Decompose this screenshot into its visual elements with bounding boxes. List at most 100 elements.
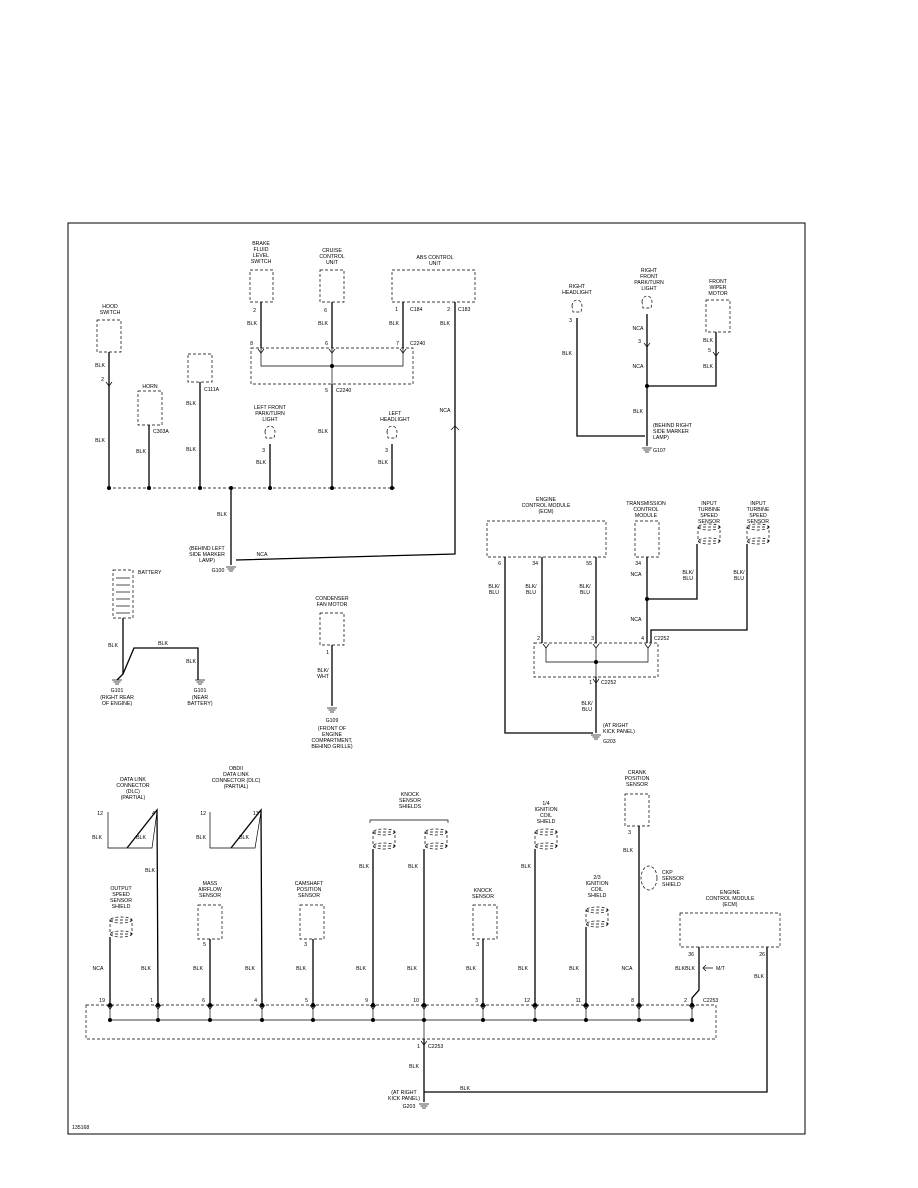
c2253-wire-label-11: BLK <box>675 966 685 972</box>
front-wiper-wire2-label: BLK <box>703 364 713 370</box>
c2253-pin-1: 1 <box>150 998 153 1004</box>
abs-left-wire-label: BLK <box>389 321 399 327</box>
battery <box>112 569 134 619</box>
c2240-lower-label: C2240 <box>336 388 351 394</box>
c2253-wire-label-9: BLK <box>569 966 579 972</box>
right-headlight-wire <box>576 318 645 437</box>
splice-point <box>533 1018 537 1022</box>
c2240-pin-6: 6 <box>325 341 328 347</box>
c2253-wire-label-8: BLK <box>518 966 528 972</box>
c2240-lower-pin: 5 <box>325 388 328 394</box>
splice-point <box>311 1018 315 1022</box>
condenser-fan-wire-label: BLK/WHT <box>317 668 330 680</box>
c2253-pin-4: 5 <box>305 998 308 1004</box>
dlc-2-pin-right: 13 <box>253 811 259 817</box>
left-headlight-pin: 3 <box>385 448 388 454</box>
lf-park-turn-wire-label: BLK <box>256 460 266 466</box>
crank-sensor-wire-label: BLK <box>623 848 633 854</box>
connector-pin-icon <box>399 348 407 354</box>
front-wiper-wire <box>647 332 717 387</box>
c2240-label: C2240 <box>410 341 425 347</box>
c2252-lower-label: C2252 <box>601 680 616 686</box>
rf-park-turn-wire2-label: NCA <box>633 364 644 370</box>
horn-c303a-connector: C303A <box>153 429 169 435</box>
left-headlight-wire-label: BLK <box>378 460 388 466</box>
crank-position-sensor <box>624 793 650 827</box>
ecm-upper-wire-label-2: BLK/BLU <box>579 584 591 596</box>
splice-point <box>260 1018 264 1022</box>
figure-id: 135168 <box>72 1125 89 1131</box>
output-speed-shield-body <box>109 919 133 935</box>
c2253-pin-10: 8 <box>631 998 634 1004</box>
c2252-pin-2: 2 <box>537 636 540 642</box>
abs-control-unit <box>391 269 476 303</box>
splice-point <box>330 364 334 368</box>
splice-point <box>107 486 111 490</box>
ecm-lower-left-wire <box>691 947 700 1005</box>
splice-point <box>584 1018 588 1022</box>
battery-strap-right-label: BLK <box>186 659 196 665</box>
mt-arrow-icon <box>702 964 713 972</box>
splice-point <box>108 1018 112 1022</box>
c2253-label: C2253 <box>703 998 718 1004</box>
splice-point <box>268 486 272 490</box>
abs-connector-right: C183 <box>458 307 471 313</box>
knock-shield-left-body <box>372 831 396 847</box>
splice-point <box>637 1018 641 1022</box>
rf-park-turn-bulb <box>641 295 653 309</box>
its-sensor-1-shield-body <box>697 526 721 542</box>
c2253-lower-wire-label: BLK <box>409 1064 419 1070</box>
c2253-pin-0: 19 <box>99 998 105 1004</box>
c2253-pin-6: 10 <box>413 998 419 1004</box>
connector-c2253-box <box>85 1004 717 1040</box>
battery-ground-wire <box>116 618 124 681</box>
dlc-1-wire-mid-label: BLK <box>136 835 146 841</box>
ecm-upper <box>486 520 607 558</box>
dlc-1-wire-right-label: BLK <box>145 868 155 874</box>
ign-coil-14-shield-body <box>534 831 558 847</box>
dlc-1-body <box>107 811 158 849</box>
camshaft-position-sensor <box>299 904 325 940</box>
tcm-wire2-label: NCA <box>631 617 642 623</box>
diagram-frame <box>67 222 806 1135</box>
dlc-1-wire <box>126 808 159 1006</box>
ecm-lower-wire-right-label: BLK <box>754 974 764 980</box>
splice-point <box>229 486 233 490</box>
g203-lower-right-wire-label: BLK <box>460 1086 470 1092</box>
c2253-wire-label-7: BLK <box>466 966 476 972</box>
brake-fluid-switch <box>249 269 274 303</box>
right-headlight-pin: 3 <box>569 318 572 324</box>
splice-point <box>481 1018 485 1022</box>
abs-nca-label: NCA <box>440 408 451 414</box>
g109-id: G109 <box>326 718 339 724</box>
cruise-control-pin: 6 <box>324 308 327 314</box>
horn-c111a-wire-label: BLK <box>186 401 196 407</box>
c2253-wire-label-4: BLK <box>296 966 306 972</box>
front-wiper-pin: 5 <box>708 348 711 354</box>
horn-c111a <box>187 353 213 383</box>
rf-park-turn-wire-label: NCA <box>633 326 644 332</box>
splice-point <box>147 486 151 490</box>
g100-wire-label: BLK <box>217 512 227 518</box>
horn-c111a-wire2-label: BLK <box>186 447 196 453</box>
ecm-lower <box>679 912 781 948</box>
ecm-lower-wire-left-label: BLK <box>685 966 695 972</box>
c2253-pin-8: 12 <box>524 998 530 1004</box>
knock-sensor <box>472 904 498 940</box>
c2252-pin-4: 4 <box>641 636 644 642</box>
